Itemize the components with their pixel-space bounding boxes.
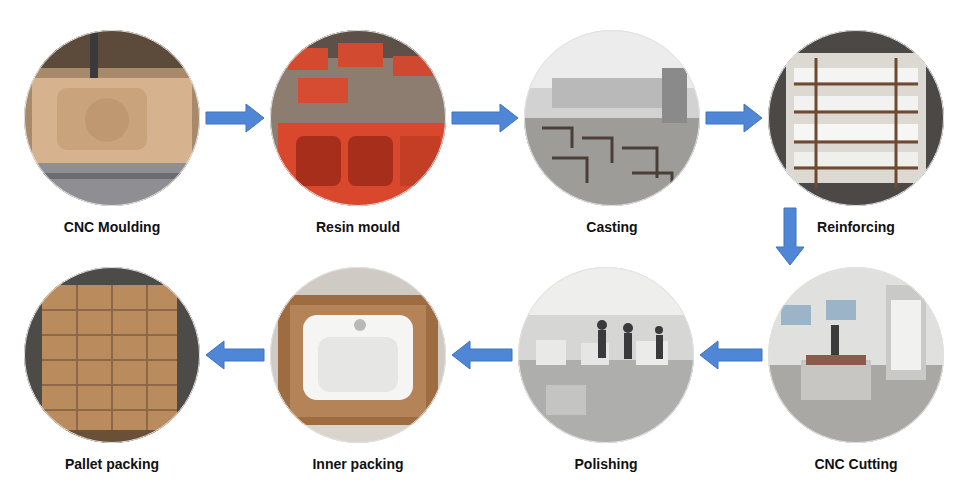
step-label: Pallet packing — [65, 456, 159, 473]
photo-circle-outline — [270, 267, 446, 443]
step-label: CNC Moulding — [64, 219, 160, 236]
cnc-cutting-photo — [766, 265, 946, 445]
flow-arrow — [452, 104, 518, 132]
process-step: Polishing — [518, 267, 694, 443]
step-label: Polishing — [575, 456, 638, 473]
casting-photo — [522, 28, 702, 208]
inner-packing-photo — [268, 265, 448, 445]
step-label: Resin mould — [316, 219, 400, 236]
photo-circle-outline — [518, 267, 694, 443]
flow-arrow — [206, 341, 264, 369]
process-step: Pallet packing — [24, 267, 200, 443]
step-label: Reinforcing — [817, 219, 895, 236]
flow-arrow — [452, 341, 512, 369]
step-label: CNC Cutting — [814, 456, 897, 473]
flow-arrow — [700, 341, 762, 369]
process-step: Inner packing — [270, 267, 446, 443]
flow-arrow — [206, 104, 264, 132]
photo-circle-outline — [270, 30, 446, 206]
photo-circle-outline — [768, 30, 944, 206]
process-step: Reinforcing — [768, 30, 944, 206]
resin-mould-photo — [268, 28, 448, 213]
pallet-packing-photo — [22, 265, 202, 445]
process-step: CNC Cutting — [768, 267, 944, 443]
flow-arrow — [776, 208, 804, 265]
photo-circle-outline — [24, 267, 200, 443]
reinforcing-photo — [766, 28, 946, 208]
process-step: Casting — [524, 30, 700, 206]
photo-circle-outline — [524, 30, 700, 206]
polishing-photo — [516, 265, 696, 445]
flow-arrow — [706, 104, 762, 132]
step-label: Inner packing — [312, 456, 403, 473]
photo-circle-outline — [24, 30, 200, 206]
photo-circle-outline — [768, 267, 944, 443]
cnc-moulding-photo — [22, 28, 202, 208]
step-label: Casting — [586, 219, 637, 236]
process-step: CNC Moulding — [24, 30, 200, 206]
process-step: Resin mould — [270, 30, 446, 206]
